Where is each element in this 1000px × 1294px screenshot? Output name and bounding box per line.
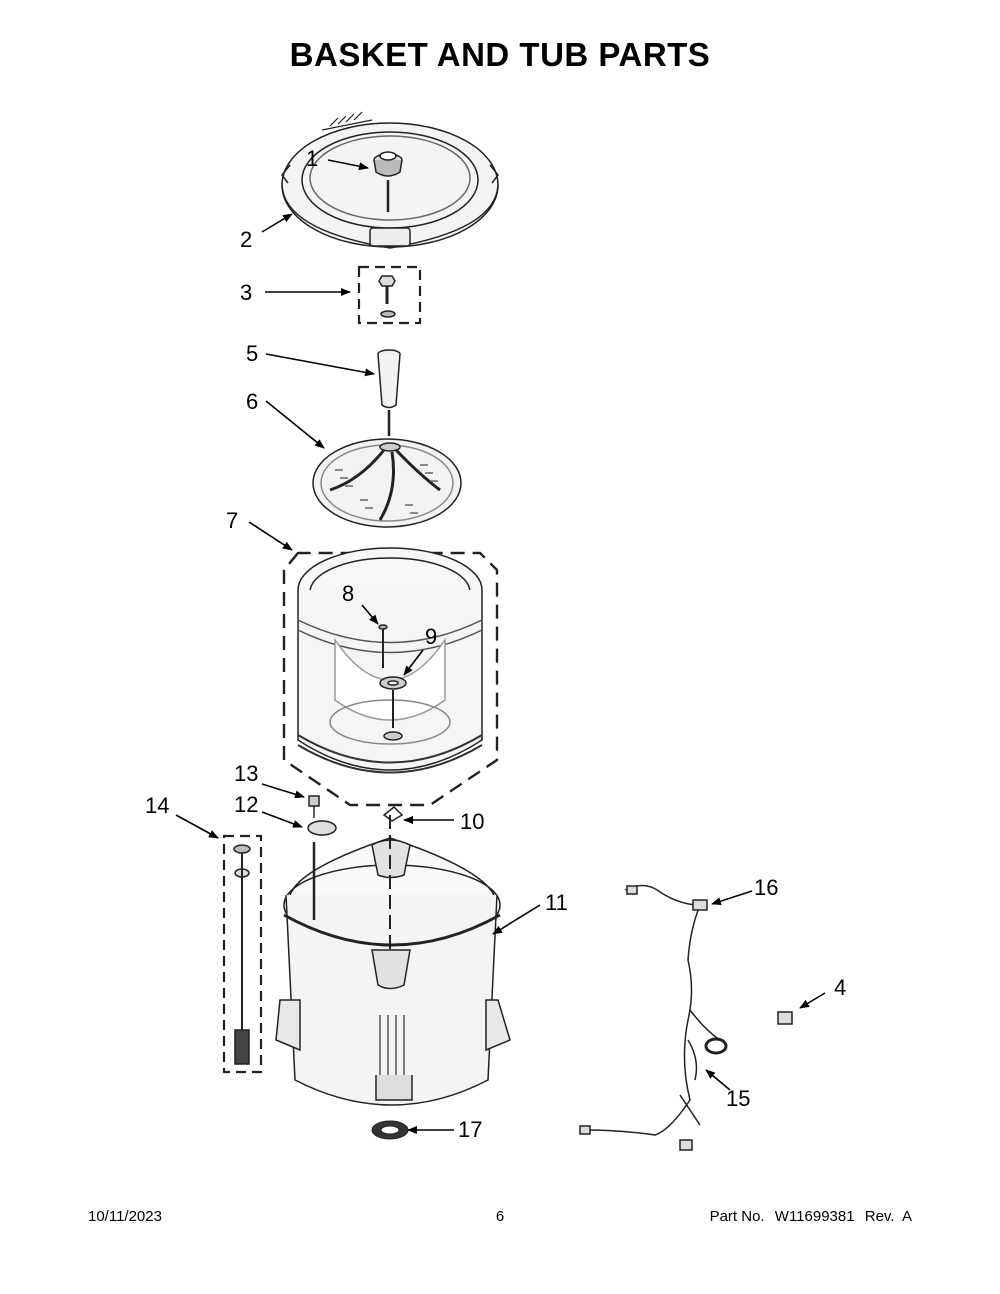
wire-harness-drawing — [579, 884, 793, 1151]
footer-date: 10/11/2023 — [88, 1208, 162, 1225]
callout-6: 6 — [246, 389, 258, 414]
callout-14: 14 — [145, 793, 169, 818]
callout-2: 2 — [240, 227, 252, 252]
callout-4: 4 — [834, 975, 846, 1000]
page-title: BASKET AND TUB PARTS — [289, 36, 711, 73]
footer-page-number: 6 — [495, 1208, 505, 1225]
clip-drawing — [382, 805, 404, 822]
leader-lines — [175, 159, 826, 1134]
footer-part-info: Part No. W11699381 Rev. A — [704, 1208, 912, 1225]
callout-16: 16 — [754, 875, 778, 900]
bolt-kit-drawing — [357, 265, 422, 325]
revision: Rev. A — [864, 1208, 912, 1225]
part-label: Part No. — [709, 1208, 765, 1225]
callout-10: 10 — [460, 809, 484, 834]
callout-15: 15 — [726, 1086, 750, 1111]
tub-drawing — [275, 815, 511, 1106]
callout-1: 1 — [306, 146, 318, 171]
callout-12: 12 — [234, 792, 258, 817]
callout-11: 11 — [545, 890, 568, 915]
impeller-drawing — [312, 438, 462, 528]
callout-9: 9 — [425, 624, 437, 649]
callout-5: 5 — [246, 341, 258, 366]
callout-3: 3 — [240, 280, 252, 305]
agitator-extension-drawing — [377, 349, 401, 436]
callout-17: 17 — [458, 1117, 482, 1142]
callout-13: 13 — [234, 761, 258, 786]
suspension-rod-drawing — [222, 834, 263, 1074]
callout-8: 8 — [342, 581, 354, 606]
hub-bolt-drawing — [378, 624, 407, 741]
washer-bolt-drawing — [307, 795, 337, 836]
agitator-cap-drawing — [373, 151, 403, 212]
callout-7: 7 — [226, 508, 238, 533]
part-number: W11699381 — [774, 1208, 855, 1225]
tub-ring-drawing — [281, 111, 499, 249]
seal-drawing — [371, 1120, 409, 1140]
